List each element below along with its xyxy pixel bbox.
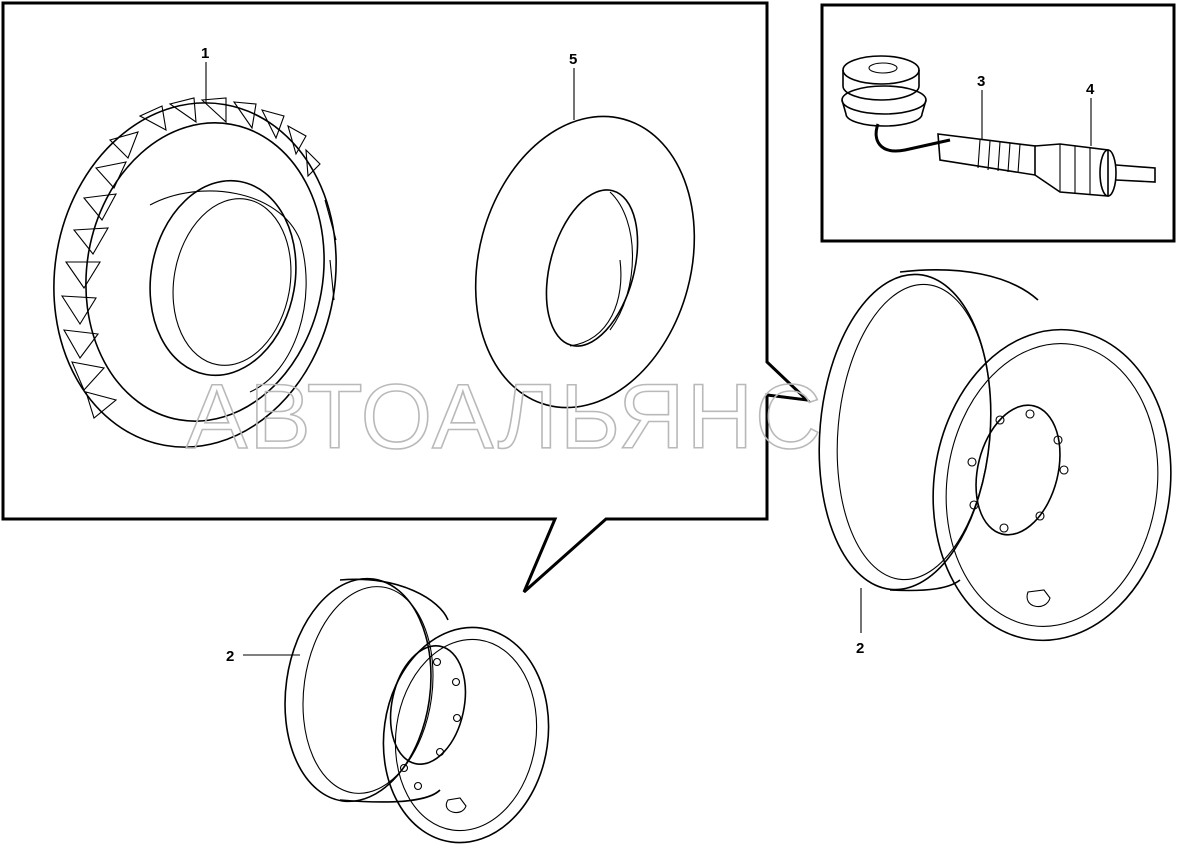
wheel-rim-right xyxy=(818,269,1172,642)
tire xyxy=(53,97,337,448)
tire-valve xyxy=(841,55,1156,197)
callout-label-valve-stem: 3 xyxy=(977,73,985,90)
callout-label-valve-cap: 4 xyxy=(1086,81,1095,98)
wheel-rim-left xyxy=(284,577,550,844)
rim-flap xyxy=(474,115,696,409)
callout-label-tire: 1 xyxy=(201,45,209,62)
valve-inset-frame xyxy=(820,3,1176,243)
callout-label-flap: 5 xyxy=(569,51,577,68)
callout-frame xyxy=(1,1,812,594)
callout-label-rim-right: 2 xyxy=(856,640,864,657)
callout-label-rim-left: 2 xyxy=(226,648,234,665)
watermark: АВТОАЛЬЯНС xyxy=(186,366,824,468)
